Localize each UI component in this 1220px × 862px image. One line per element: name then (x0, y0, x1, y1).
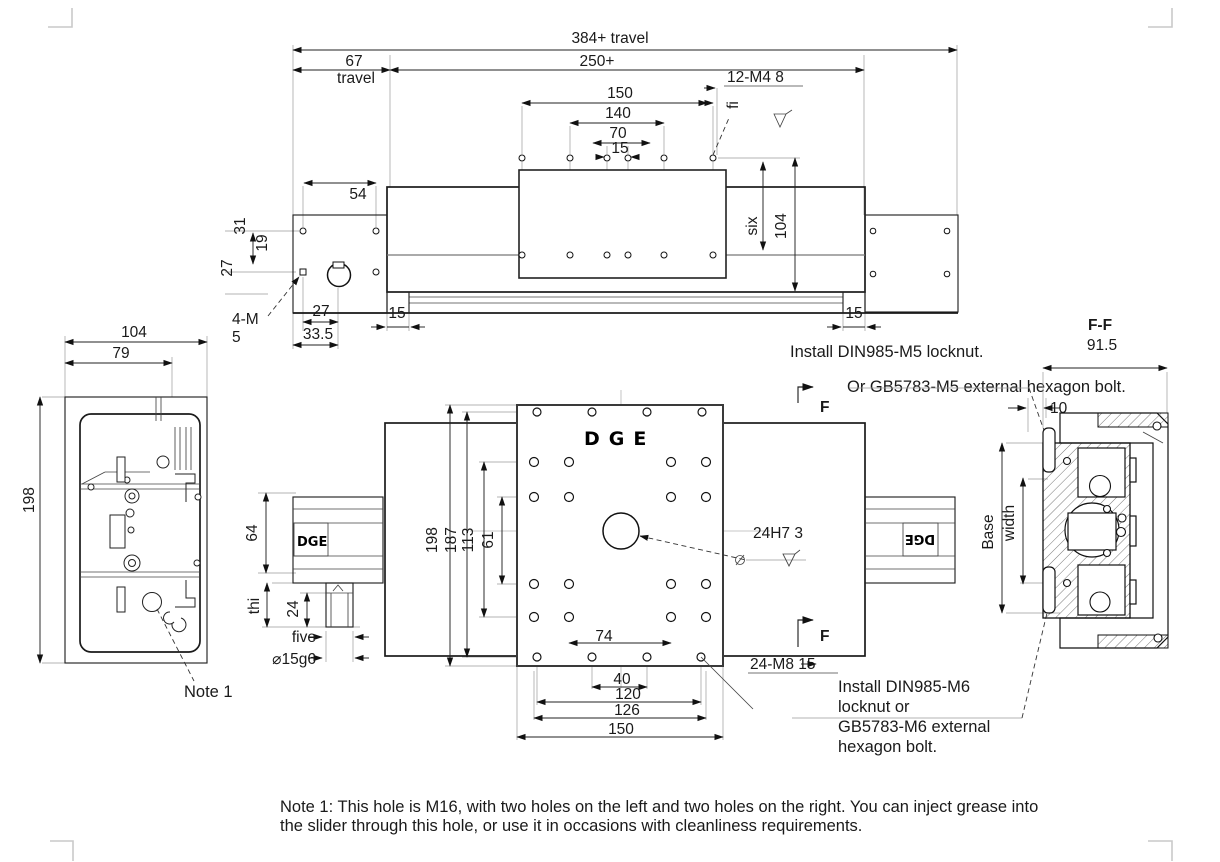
note-m6-line1: Install DIN985-M6 (838, 678, 970, 696)
note-locknut-m5: Install DIN985-M5 locknut. (790, 343, 984, 361)
side-view: 104 79 198 Note 1 (21, 324, 233, 701)
dim-104-vert: 104 (773, 213, 790, 239)
dim-384-travel: 384+ travel (571, 30, 648, 47)
section-title: F-F (1088, 317, 1112, 334)
dim-91-5: 91.5 (1087, 337, 1117, 354)
dim-31: 31 (232, 217, 249, 234)
side-outer (64, 396, 208, 664)
center-bore-24h7 (602, 512, 640, 550)
dim-198-plan: 198 (424, 527, 441, 553)
motor-logo: DGE (297, 535, 327, 550)
label-fi: fi (725, 101, 742, 109)
note1-label: Note 1 (184, 683, 233, 701)
section-marker-bottom (797, 616, 814, 647)
diameter-icon (735, 554, 745, 566)
dim-15-holes: 15 (611, 140, 628, 157)
dim-24: 24 (285, 600, 302, 618)
note-m6-line3: GB5783-M6 external (838, 718, 990, 736)
note-m6-line2: locknut or (838, 698, 910, 716)
dim-187: 187 (443, 527, 460, 553)
slider-plate-front (518, 169, 727, 279)
label-five: five (292, 629, 316, 646)
grease-hole-m16 (142, 592, 162, 612)
marker-f-bottom: F (820, 628, 829, 645)
note1-leader (156, 608, 195, 682)
label-4m-line2: 5 (232, 329, 241, 346)
footnote: Note 1: This hole is M16, with two holes… (280, 798, 1038, 835)
marker-f-top: F (820, 399, 829, 416)
dim-120: 120 (615, 686, 641, 703)
section-view-ff: F-F 91.5 10 Base widt (980, 317, 1169, 649)
side-internal-details (87, 455, 202, 633)
table-top-flange (1097, 412, 1169, 428)
dim-150-plan: 150 (608, 721, 634, 738)
dim-27: 27 (312, 303, 329, 320)
label-12-m4-8: 12-M4 8 (727, 69, 784, 86)
dim-61: 61 (480, 531, 497, 548)
label-base: Base (980, 514, 997, 549)
surface-finish-icon-2 (782, 549, 801, 567)
dim-198-side: 198 (21, 487, 38, 513)
word-travel: travel (337, 70, 375, 87)
note-bolt-m5: Or GB5783-M5 external hexagon bolt. (847, 378, 1126, 396)
dim-126: 126 (614, 702, 640, 719)
label-15g6: ⌀15g6 (272, 651, 316, 668)
dim-19: 19 (254, 234, 271, 251)
label-thi: thi (246, 598, 263, 614)
right-end-housing: DGE (864, 496, 956, 584)
dim-15-left: 15 (388, 305, 405, 322)
dim-104-side: 104 (121, 324, 147, 341)
plan-view: DGE DGE DGE 198 (244, 383, 1048, 756)
dim-67: 67 (345, 53, 362, 70)
top-view: 384+ travel 67 travel 250+ 12-M4 8 150 1… (219, 30, 1126, 437)
dim-250: 250+ (580, 53, 615, 70)
plate-holes (528, 407, 712, 662)
corner-marks (48, 8, 1173, 861)
bolt-m6-leader (1021, 612, 1048, 719)
motor-shaft (325, 582, 354, 628)
dim-27-vert: 27 (219, 259, 236, 276)
dim-150: 150 (607, 85, 633, 102)
section-marker-top (797, 383, 814, 403)
fi-leader (712, 117, 730, 156)
table-bottom-flange (1097, 634, 1169, 649)
motor: DGE (292, 496, 384, 628)
bore-leader (639, 534, 747, 561)
label-width: width (1001, 505, 1018, 542)
plate-logo: DGE (584, 428, 655, 450)
right-end-block (864, 214, 959, 313)
dim-40: 40 (613, 671, 631, 688)
dim-140: 140 (605, 105, 631, 122)
label-24h7: 24H7 3 (753, 525, 803, 542)
ballscrew-nut (1067, 512, 1117, 551)
dim-33-5: 33.5 (303, 326, 333, 343)
dim-70: 70 (609, 125, 627, 142)
side-profile (79, 413, 201, 653)
4-m5-leader (267, 276, 300, 317)
right-end-logo: DGE (905, 531, 935, 546)
label-4m-line1: 4-M (232, 311, 259, 328)
dim-64: 64 (244, 524, 261, 542)
footnote-line1: Note 1: This hole is M16, with two holes… (280, 798, 1038, 816)
label-24m8: 24-M8 15 (750, 656, 815, 673)
note-m6-line4: hexagon bolt. (838, 738, 937, 756)
dim-113: 113 (460, 528, 477, 553)
dim-15-right: 15 (845, 305, 862, 322)
mounting-holes-top (299, 154, 951, 288)
footnote-line2: the slider through this hole, or use it … (280, 817, 862, 835)
dim-74: 74 (595, 628, 613, 645)
dim-six: six (744, 216, 761, 235)
dim-79: 79 (112, 345, 129, 362)
surface-finish-icon (773, 109, 793, 129)
dim-54: 54 (349, 186, 367, 203)
